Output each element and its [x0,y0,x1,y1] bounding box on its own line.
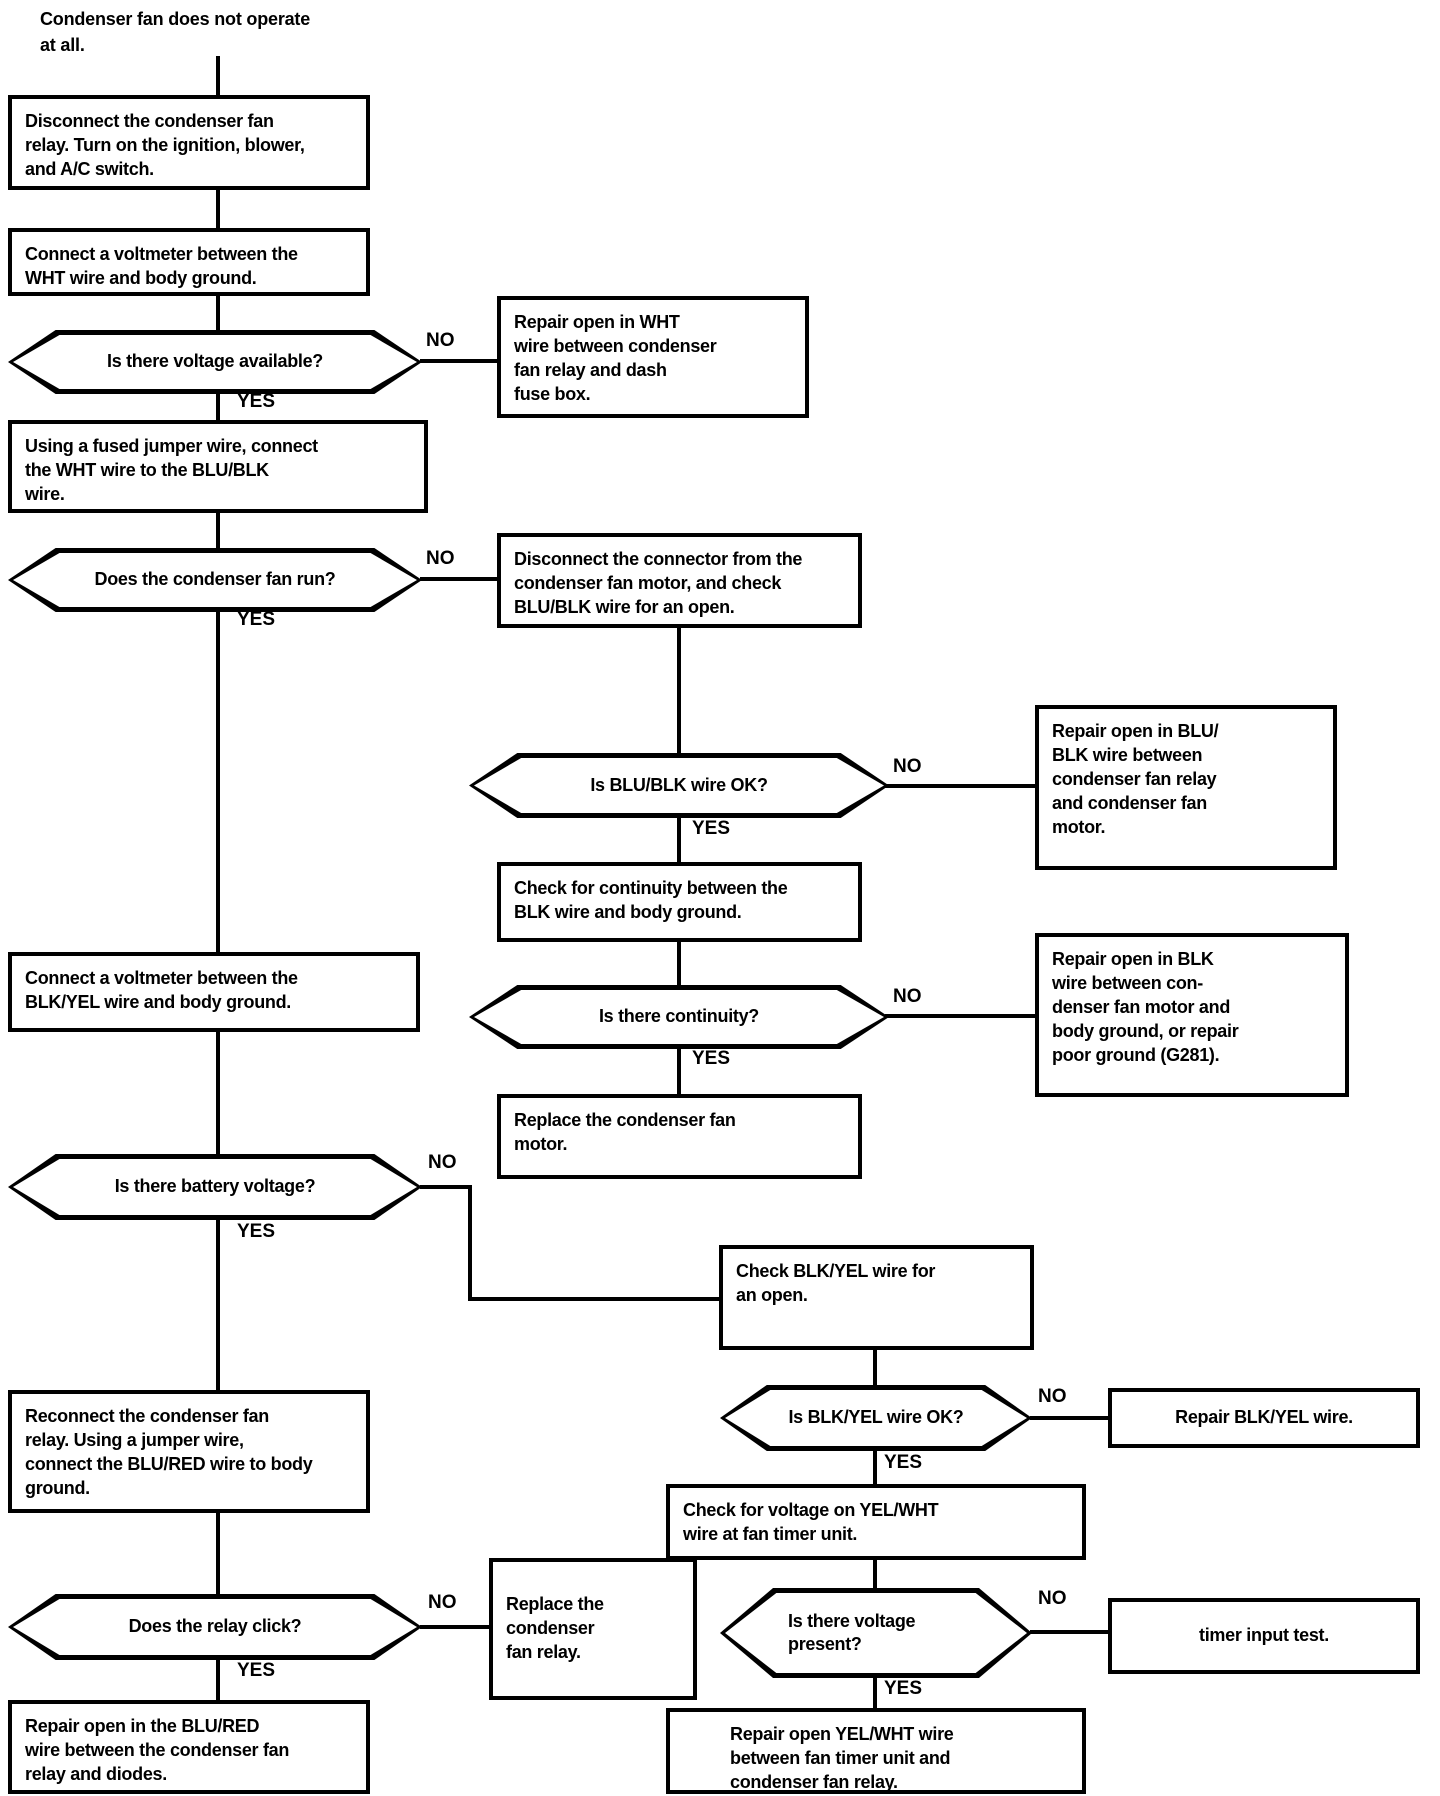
process-check-continuity: Check for continuity between the BLK wir… [497,862,862,942]
decision-fan-run-text: Does the condenser fan run? [94,569,336,590]
decision-relay-click-text: Does the relay click? [128,1616,302,1637]
connector-line-no [420,1625,491,1629]
connector-line-no [885,784,1037,788]
action-repair-blublk-text: Repair open in BLU/ BLK wire between con… [1052,721,1219,837]
edge-label-no: NO [1038,1588,1067,1609]
edge-label-yes: YES [237,1221,276,1242]
connector-line-no [420,1185,472,1189]
connector-line-no [468,1297,721,1301]
edge-label-no: NO [1038,1386,1067,1407]
edge-label-yes: YES [884,1678,923,1699]
process-disconnect-motor-connector: Disconnect the connector from the conden… [497,533,862,628]
connector-line [677,940,681,987]
connector-line [216,294,220,332]
edge-label-yes: YES [237,1660,276,1681]
connector-line-no [885,1014,1037,1018]
action-repair-yelwht-text: Repair open YEL/WHT wire between fan tim… [730,1724,954,1792]
action-replace-relay-text: Replace the condenser fan relay. [506,1594,604,1662]
action-timer-input-test-text: timer input test. [1199,1625,1329,1646]
connector-line [216,1030,220,1157]
connector-line [216,390,220,422]
decision-battery-voltage-text: Is there battery voltage? [114,1176,316,1197]
connector-line-no [1030,1630,1110,1634]
decision-voltage-present: Is there voltage present? [720,1588,1032,1678]
connector-line [216,608,220,954]
process-jumper-wht-blublk: Using a fused jumper wire, connect the W… [8,420,428,513]
start-node-text: Condenser fan does not operate at all. [40,9,311,56]
connector-line-no [1030,1416,1110,1420]
connector-line-no [420,359,497,363]
connector-line [677,1047,681,1096]
process-reconnect-relay-jumper-text: Reconnect the condenser fan relay. Using… [25,1406,313,1498]
process-check-voltage-yelwht-text: Check for voltage on YEL/WHT wire at fan… [683,1500,939,1544]
edge-label-yes: YES [692,818,731,839]
edge-label-yes: YES [237,391,276,412]
decision-voltage-available: Is there voltage available? [8,330,422,394]
decision-battery-voltage: Is there battery voltage? [8,1154,422,1220]
action-replace-motor: Replace the condenser fan motor. [497,1094,862,1179]
action-replace-motor-text: Replace the condenser fan motor. [514,1110,736,1154]
process-disconnect-motor-connector-text: Disconnect the connector from the conden… [514,549,803,617]
action-timer-input-test: timer input test. [1108,1598,1420,1674]
action-repair-blk-ground: Repair open in BLK wire between con- den… [1035,933,1349,1097]
edge-label-yes: YES [237,609,276,630]
action-repair-wht: Repair open in WHT wire between condense… [497,296,809,418]
action-repair-blkyel: Repair BLK/YEL wire. [1108,1388,1420,1448]
edge-label-yes: YES [692,1048,731,1069]
action-repair-blured: Repair open in the BLU/RED wire between … [8,1700,370,1794]
action-repair-wht-text: Repair open in WHT wire between condense… [514,312,717,404]
connector-line [216,56,220,95]
edge-label-no: NO [893,756,922,777]
process-check-blkyel: Check BLK/YEL wire for an open. [719,1245,1034,1350]
connector-line [873,1449,877,1484]
decision-blkyel-ok: Is BLK/YEL wire OK? [720,1385,1032,1451]
action-repair-blkyel-text: Repair BLK/YEL wire. [1175,1407,1353,1428]
edge-label-yes: YES [884,1452,923,1473]
decision-continuity-text: Is there continuity? [598,1006,760,1027]
connector-line [677,816,681,864]
action-repair-blk-ground-text: Repair open in BLK wire between con- den… [1052,949,1239,1065]
decision-voltage-available-text: Is there voltage available? [107,351,323,372]
decision-blublk-ok: Is BLU/BLK wire OK? [469,753,889,818]
connector-line [216,511,220,550]
process-jumper-wht-blublk-text: Using a fused jumper wire, connect the W… [25,436,318,504]
connector-line-no [420,577,497,581]
connector-line [216,190,220,230]
process-check-continuity-text: Check for continuity between the BLK wir… [514,878,788,922]
action-repair-yelwht: Repair open YEL/WHT wire between fan tim… [666,1708,1086,1794]
process-connect-voltmeter-blkyel: Connect a voltmeter between the BLK/YEL … [8,952,420,1032]
edge-label-no: NO [428,1152,457,1173]
connector-line [216,1511,220,1597]
process-connect-voltmeter-wht-text: Connect a voltmeter between the WHT wire… [25,244,298,288]
process-check-blkyel-text: Check BLK/YEL wire for an open. [736,1261,936,1305]
process-disconnect-relay-text: Disconnect the condenser fan relay. Turn… [25,111,305,179]
action-replace-relay: Replace the condenser fan relay. [489,1558,697,1700]
process-check-voltage-yelwht: Check for voltage on YEL/WHT wire at fan… [666,1484,1086,1560]
decision-relay-click: Does the relay click? [8,1594,422,1660]
decision-voltage-present-text: Is there voltage present? [788,1610,916,1654]
process-disconnect-relay: Disconnect the condenser fan relay. Turn… [8,95,370,190]
connector-line-no [468,1185,472,1301]
process-reconnect-relay-jumper: Reconnect the condenser fan relay. Using… [8,1390,370,1513]
connector-line [873,1348,877,1387]
connector-line [216,1219,220,1390]
connector-line [677,626,681,757]
action-repair-blured-text: Repair open in the BLU/RED wire between … [25,1716,290,1784]
decision-continuity: Is there continuity? [469,985,889,1049]
decision-blublk-ok-text: Is BLU/BLK wire OK? [590,774,768,795]
edge-label-no: NO [426,330,455,351]
edge-label-no: NO [426,548,455,569]
connector-line [873,1558,877,1590]
action-repair-blublk: Repair open in BLU/ BLK wire between con… [1035,705,1337,870]
connector-line [216,1659,220,1702]
decision-blkyel-ok-text: Is BLK/YEL wire OK? [788,1407,964,1428]
decision-fan-run: Does the condenser fan run? [8,548,422,612]
process-connect-voltmeter-wht: Connect a voltmeter between the WHT wire… [8,228,370,296]
edge-label-no: NO [428,1592,457,1613]
process-connect-voltmeter-blkyel-text: Connect a voltmeter between the BLK/YEL … [25,968,298,1012]
connector-line [873,1676,877,1710]
edge-label-no: NO [893,986,922,1007]
